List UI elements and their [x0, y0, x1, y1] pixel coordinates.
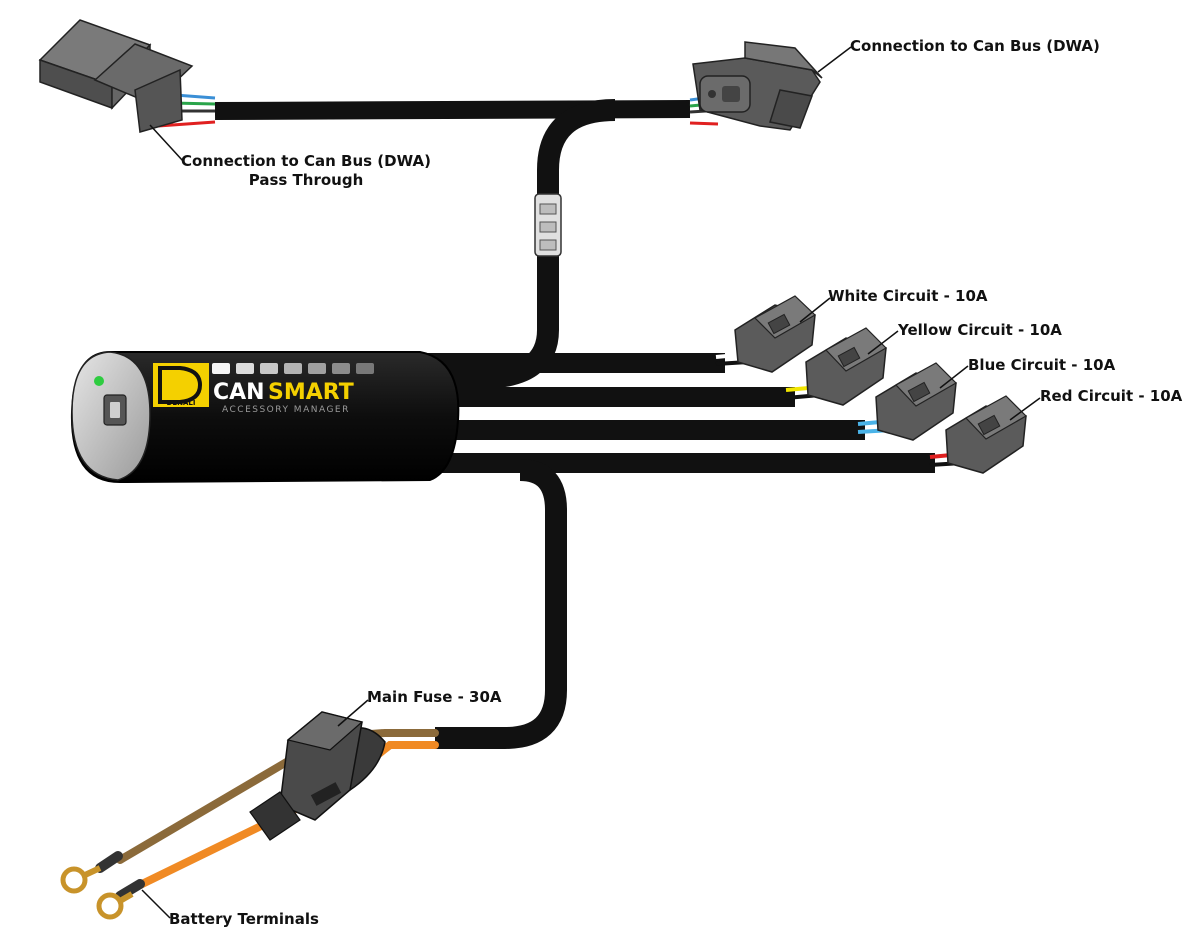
label-blue-circuit: Blue Circuit - 10A [968, 356, 1116, 374]
module-name-smart: SMART [268, 380, 354, 405]
canbus-passthrough-connector [38, 19, 216, 133]
cable-harness [214, 99, 935, 749]
label-white-circuit: White Circuit - 10A [828, 287, 988, 305]
inline-connector [534, 193, 562, 257]
label-yellow-circuit: Yellow Circuit - 10A [898, 321, 1062, 339]
status-led [94, 376, 104, 386]
cansmart-module: DENALI CAN SMART ACCESSORY MANAGER [70, 351, 460, 484]
yellow-circuit-connector [785, 327, 887, 406]
label-canbus-passthrough-line1: Connection to Can Bus (DWA) [181, 152, 431, 170]
label-canbus-dwa: Connection to Can Bus (DWA) [850, 37, 1100, 55]
red-circuit-connector [929, 395, 1027, 474]
ring-terminal-orange [96, 892, 124, 920]
blue-circuit-connector [857, 362, 957, 441]
canbus-dwa-connector [689, 41, 823, 131]
ring-terminals [60, 851, 145, 920]
indicator-bars [212, 363, 374, 374]
label-canbus-passthrough-line2: Pass Through [248, 171, 364, 189]
main-fuse-holder [249, 711, 386, 841]
label-red-circuit: Red Circuit - 10A [1040, 387, 1183, 405]
label-canbus-passthrough: Connection to Can Bus (DWA) Pass Through [180, 152, 432, 190]
brand-text: DENALI [167, 399, 196, 407]
module-name-can: CAN [213, 380, 265, 405]
canbus-drop-cable [420, 99, 616, 389]
module-subtitle: ACCESSORY MANAGER [222, 405, 350, 415]
leader-lines [141, 46, 1041, 919]
power-cable [435, 459, 567, 749]
white-circuit-connector [715, 295, 816, 373]
label-battery-terminals: Battery Terminals [169, 910, 319, 928]
label-main-fuse: Main Fuse - 30A [367, 688, 502, 706]
ring-terminal-brown [60, 866, 88, 894]
canbus-cable [214, 100, 691, 120]
